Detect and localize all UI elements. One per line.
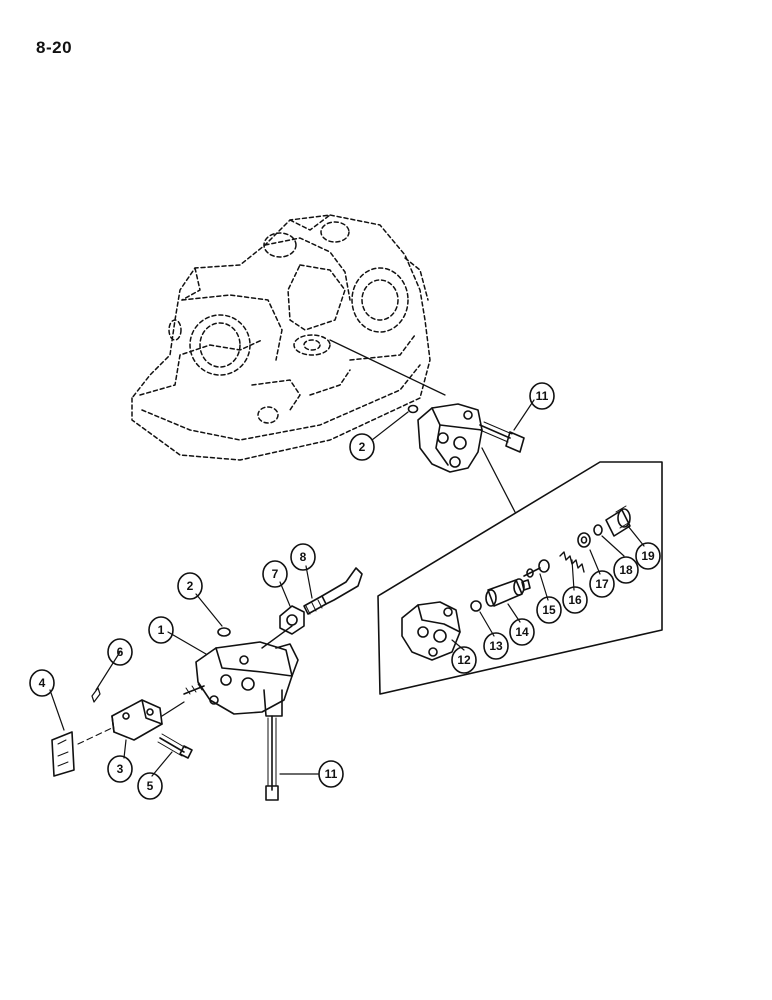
callout-label: 11: [536, 389, 549, 403]
callout-18: 18: [613, 556, 639, 584]
callout-3: 3: [107, 755, 133, 783]
detail-poppet: [523, 559, 550, 578]
clevis-pin: [157, 733, 193, 759]
detail-box: [377, 461, 663, 695]
upper-valve-bolt: [479, 421, 525, 453]
clevis: [111, 699, 163, 741]
housing-leader-line: [329, 339, 446, 396]
clevis-link: [161, 701, 185, 717]
lower-valve-shaft: [261, 625, 293, 649]
lock-nut: [279, 605, 305, 635]
clip-leader-line: [77, 727, 113, 745]
detail-washer: [577, 532, 591, 548]
lower-o-ring: [217, 627, 231, 637]
callout-label: 16: [568, 593, 582, 607]
callout-label: 3: [117, 762, 124, 776]
callout-14: 14: [509, 618, 535, 646]
callout-8: 8: [290, 543, 316, 571]
detail-valve-body: [401, 601, 461, 661]
callout-4: 4: [29, 669, 55, 697]
callout-5: 5: [137, 772, 163, 800]
lower-valve-bolt: [265, 715, 279, 801]
callout-6: 6: [107, 638, 133, 666]
detail-leader-line: [481, 447, 516, 513]
callout-11-lower: 11: [318, 760, 344, 788]
callout-label: 13: [489, 639, 503, 653]
callout-12: 12: [451, 646, 477, 674]
lower-valve-body: [183, 641, 299, 717]
callout-11-upper: 11: [529, 382, 555, 410]
detail-spool: [485, 578, 531, 607]
callout-label: 1: [158, 623, 165, 637]
detail-plug: [470, 600, 482, 612]
callout-label: 18: [619, 563, 633, 577]
callout-label: 2: [187, 579, 194, 593]
callout-13: 13: [483, 632, 509, 660]
detail-o-ring: [593, 524, 603, 536]
callout-label: 7: [272, 567, 279, 581]
upper-o-ring: [407, 404, 419, 414]
callout-label: 4: [39, 676, 46, 690]
callout-19: 19: [635, 542, 661, 570]
transmission-housing-outline: [131, 214, 431, 461]
callout-label: 11: [325, 767, 338, 781]
page-number: 8-20: [36, 38, 73, 57]
callout-2-upper: 2: [349, 433, 375, 461]
control-lever: [303, 567, 363, 615]
callout-16: 16: [562, 586, 588, 614]
cotter-pin: [91, 687, 101, 703]
leader-lines: [49, 399, 645, 777]
callout-label: 17: [595, 577, 609, 591]
callout-label: 5: [147, 779, 154, 793]
callout-label: 2: [359, 440, 366, 454]
callout-2-lower: 2: [177, 572, 203, 600]
callout-15: 15: [536, 596, 562, 624]
callout-label: 8: [300, 550, 307, 564]
callout-7: 7: [262, 560, 288, 588]
callout-label: 19: [641, 549, 655, 563]
callout-17: 17: [589, 570, 615, 598]
callout-label: 12: [457, 653, 471, 667]
callout-1: 1: [148, 616, 174, 644]
upper-valve-body: [417, 403, 483, 473]
callout-label: 6: [117, 645, 124, 659]
detail-cap-plug: [605, 505, 631, 537]
callout-label: 15: [542, 603, 556, 617]
callout-label: 14: [515, 625, 529, 639]
retaining-clip: [51, 731, 75, 777]
